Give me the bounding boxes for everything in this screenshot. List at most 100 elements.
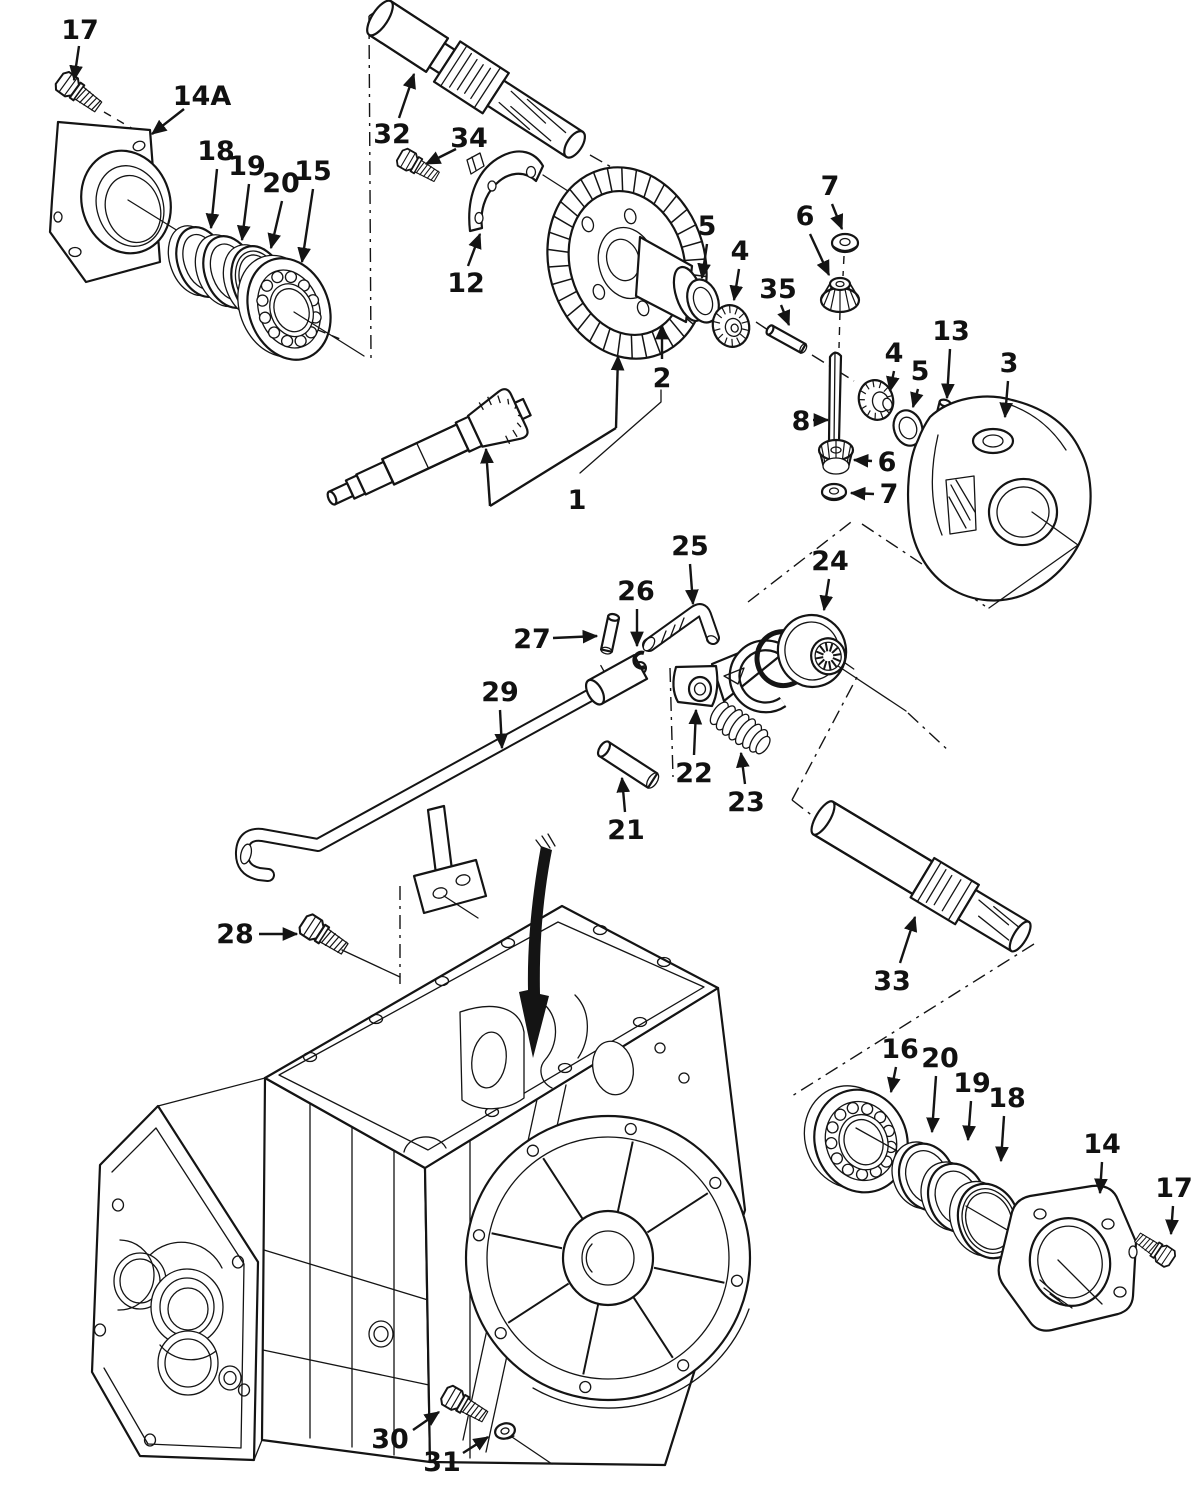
- part-label-6-lower: 6: [878, 447, 897, 478]
- thrust-washer-7-upper: [830, 232, 860, 254]
- part-label-27: 27: [513, 624, 551, 655]
- leader-arrow-15: [297, 188, 315, 264]
- bearing-16: [803, 1085, 909, 1194]
- leader-arrow-4-gear-side: [729, 268, 744, 302]
- leader-arrow-7-lower: [849, 486, 875, 501]
- part-label-19-bottom-right: 19: [953, 1068, 991, 1099]
- part-label-4-case-side: 4: [885, 338, 904, 369]
- part-label-5-gear-side: 5: [698, 211, 717, 242]
- part-label-14A: 14A: [173, 81, 232, 112]
- leader-arrow-14: [1094, 1161, 1108, 1195]
- leader-arrow-19-bottom-right: [962, 1100, 976, 1142]
- snap-clip-26: [632, 650, 646, 670]
- axle-retainer-group-left: [48, 68, 365, 361]
- leader-arrow-29: [494, 709, 509, 750]
- part-label-28: 28: [216, 919, 254, 950]
- bell-flange-holes: [472, 1122, 744, 1394]
- part-label-17-top-left: 17: [61, 15, 99, 46]
- part-label-20-bottom-right: 20: [921, 1043, 959, 1074]
- part-label-15: 15: [294, 156, 332, 187]
- part-label-17-bottom-right: 17: [1155, 1173, 1193, 1204]
- leader-arrow-34: [424, 147, 457, 166]
- differential-internals-group: [765, 232, 1092, 609]
- part-label-19-top-left: 19: [228, 151, 266, 182]
- part-label-12: 12: [447, 268, 485, 299]
- part-label-2: 2: [653, 363, 672, 394]
- leader-arrow-18-bottom-right: [995, 1115, 1009, 1163]
- leader-arrow-7-upper: [830, 203, 844, 231]
- part-label-22: 22: [675, 758, 713, 789]
- part-label-25: 25: [671, 531, 709, 562]
- breather-elbow-25: [642, 603, 720, 652]
- part-label-34: 34: [450, 123, 488, 154]
- side-gear-4-case-side: [857, 379, 895, 421]
- coupling-24: [754, 613, 855, 689]
- part-label-24: 24: [811, 546, 849, 577]
- leader-arrow-22: [688, 708, 703, 756]
- leader-arrow-17-bottom-right: [1165, 1205, 1179, 1236]
- leader-arrow-3: [999, 380, 1014, 419]
- leader-arrow-20-top-left: [267, 200, 284, 250]
- leader-arrow-35: [777, 304, 791, 327]
- part-label-6-upper: 6: [796, 201, 815, 232]
- transaxle-housing-drawing: [90, 904, 752, 1467]
- housing-fasteners: [295, 911, 553, 1465]
- cross-shaft-8: [827, 351, 843, 447]
- leader-arrow-16: [887, 1066, 901, 1094]
- pin-27: [599, 612, 621, 655]
- ring-18-right: [949, 1180, 1022, 1260]
- part-label-16: 16: [881, 1034, 919, 1065]
- leader-arrow-6-lower: [852, 453, 873, 468]
- leader-arrow-27: [552, 629, 599, 644]
- part-label-18-bottom-right: 18: [988, 1083, 1026, 1114]
- anchor-plate-12: [468, 150, 545, 233]
- input-shaft-32: [366, 0, 611, 233]
- part-label-31: 31: [423, 1447, 461, 1478]
- leader-arrow-13: [941, 348, 955, 400]
- part-label-13: 13: [932, 316, 970, 347]
- part-label-21: 21: [607, 815, 645, 846]
- leader-arrow-30: [412, 1411, 441, 1431]
- part-label-7-lower: 7: [880, 479, 899, 510]
- leader-arrow-12: [466, 232, 482, 267]
- retainer-plate-14: [997, 1184, 1138, 1332]
- leader-arrow-5-gear-side: [697, 243, 711, 280]
- leader-arrow-18-top-left: [205, 168, 220, 230]
- lock-pin-35: [765, 324, 808, 354]
- part-label-18-top-left: 18: [197, 136, 235, 167]
- output-shaft-33: [810, 800, 1032, 953]
- leader-arrow-25: [685, 563, 699, 606]
- shift-linkage-group: [234, 603, 907, 919]
- part-label-23: 23: [727, 787, 765, 818]
- part-label-1: 1: [568, 485, 587, 516]
- spider-gear-6-upper: [819, 276, 861, 314]
- leader-arrow-4-case-side: [886, 370, 900, 393]
- leader-arrow-21: [616, 776, 631, 813]
- part-label-20-top-left: 20: [262, 168, 300, 199]
- leader-arrow-32: [397, 72, 416, 119]
- leader-arrow-33: [898, 915, 918, 964]
- part-label-14: 14: [1083, 1129, 1121, 1160]
- part-label-32: 32: [373, 119, 411, 150]
- part-label-3: 3: [1000, 348, 1019, 379]
- bell-spokes: [491, 1141, 725, 1375]
- thick-insertion-arrow: [519, 833, 556, 1058]
- leader-arrow-31: [462, 1435, 490, 1455]
- leader-arrow-17-top-left: [69, 45, 83, 82]
- collar-5-gear-side: [686, 278, 720, 324]
- spring-23: [709, 701, 771, 755]
- part-label-29: 29: [481, 677, 519, 708]
- thrust-washer-7-lower: [820, 482, 848, 502]
- bearing-15: [237, 254, 332, 361]
- ring-gear-2: [546, 166, 751, 360]
- part-label-5-case-side: 5: [911, 356, 930, 387]
- part-label-4-gear-side: 4: [731, 236, 750, 267]
- axle-retainer-group-right: [803, 1085, 1179, 1332]
- part-label-7-upper: 7: [821, 171, 840, 202]
- part-label-35: 35: [759, 274, 797, 305]
- leader-arrow-23: [736, 751, 750, 785]
- differential-case-3: [906, 395, 1092, 609]
